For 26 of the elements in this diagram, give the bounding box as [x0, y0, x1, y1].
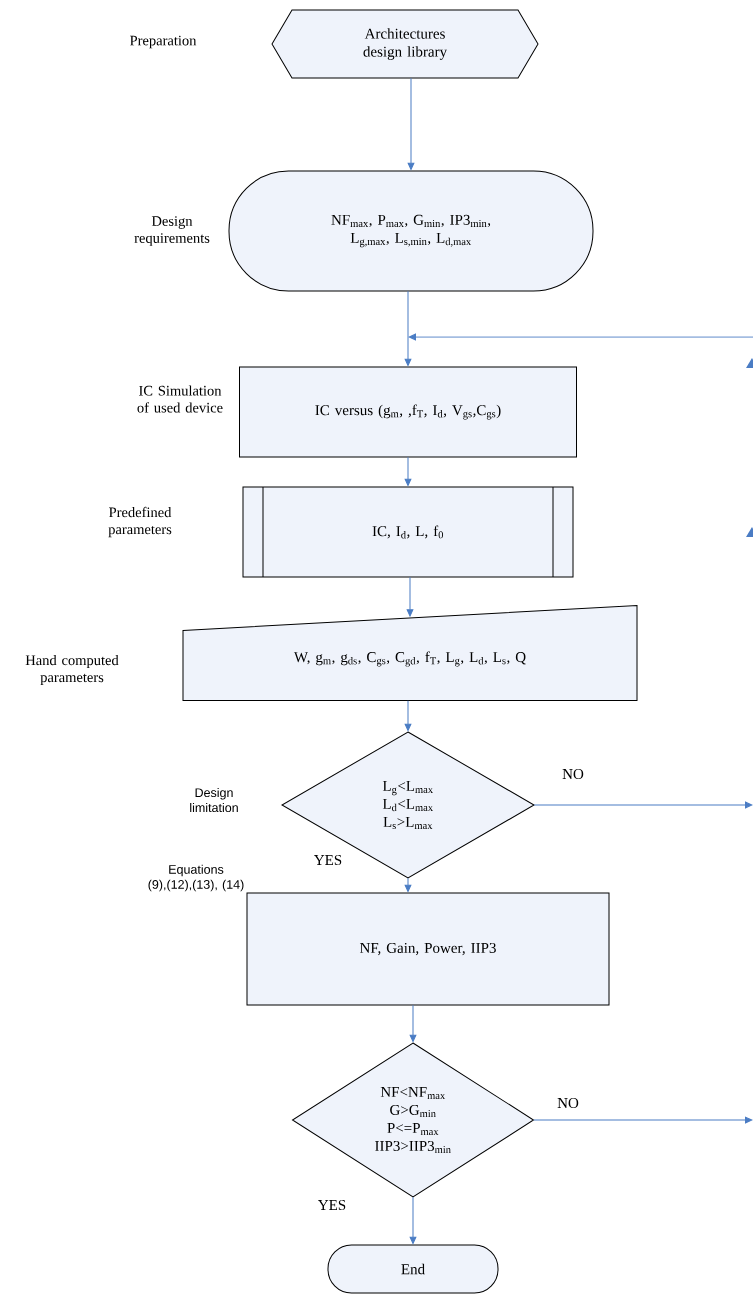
predefined-process-box: IC, I$_{d}$, L, f$_{0}$ — [242, 486, 574, 578]
arrow — [404, 290, 412, 367]
edge-label: NO — [557, 1098, 579, 1109]
arrow — [404, 456, 412, 487]
side-label: Equations (9),(12),(13), (14) — [148, 864, 244, 892]
arrow — [406, 576, 414, 617]
arrow — [404, 877, 412, 893]
edge-label: NO — [562, 769, 584, 780]
process-box: IC versus (g$_{m}$, ,f$_{T}$, I$_{d}$, V$_{gs}$,C$_{gs}$) — [239, 366, 577, 458]
preparation-hexagon: Architectures design library — [271, 9, 539, 79]
arrow — [408, 333, 753, 341]
side-label: Predefined parameters — [108, 506, 172, 538]
side-label: Design requirements — [134, 216, 210, 246]
arrow — [407, 77, 415, 171]
side-label: Preparation — [130, 35, 197, 49]
arrow — [533, 1116, 753, 1124]
arrow — [409, 1004, 417, 1043]
process-box: NF, Gain, Power, IIP3 — [246, 892, 610, 1006]
side-label: IC Simulation of used device — [137, 385, 223, 413]
arrow — [409, 1196, 417, 1245]
side-label: Hand computed parameters — [25, 654, 119, 686]
edge-label: YES — [314, 855, 342, 866]
arrow — [533, 801, 753, 809]
arrow — [404, 700, 412, 732]
side-label: Design limitation — [190, 787, 238, 813]
edge-label: YES — [318, 1200, 346, 1211]
